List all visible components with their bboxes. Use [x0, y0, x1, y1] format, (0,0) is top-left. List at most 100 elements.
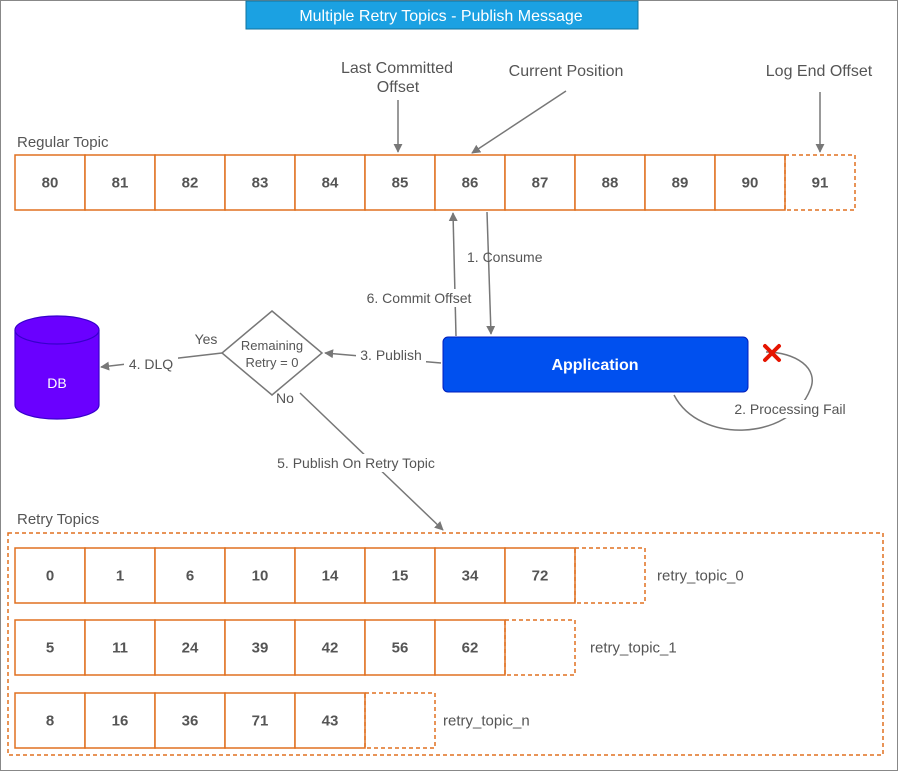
offset-cell — [434, 154, 506, 211]
offset-cell — [14, 547, 86, 604]
offset-cell — [504, 154, 576, 211]
publish-retry-label: 5. Publish On Retry Topic — [277, 455, 435, 471]
offset-value: 36 — [182, 713, 199, 730]
consume-label: 1. Consume — [467, 249, 543, 265]
application-label: Application — [551, 357, 638, 374]
offset-cell — [14, 692, 86, 749]
offset-cell — [434, 619, 506, 676]
offset-cell — [84, 692, 156, 749]
retry-topic-name: retry_topic_n — [443, 713, 530, 730]
offset-value: 72 — [532, 568, 549, 585]
offset-cell — [714, 154, 786, 211]
commit-offset-label: 6. Commit Offset — [367, 290, 472, 306]
last-committed-label-line2: Offset — [377, 79, 420, 96]
dlq-label: 4. DLQ — [129, 356, 173, 372]
regular-topic-label: Regular Topic — [17, 134, 109, 151]
processing-fail-label-bg — [726, 400, 854, 418]
application-box — [442, 336, 749, 393]
offset-value: 89 — [672, 175, 689, 192]
offset-cell — [364, 154, 436, 211]
next-offset-slot — [504, 619, 576, 676]
offset-value: 10 — [252, 568, 269, 585]
offset-cell — [434, 547, 506, 604]
processing-fail-label: 2. Processing Fail — [734, 401, 845, 417]
offset-value: 81 — [112, 175, 129, 192]
offset-cell — [154, 154, 226, 211]
offset-cell — [644, 154, 716, 211]
commit-offset-label-bg — [358, 289, 478, 307]
offset-cell — [14, 619, 86, 676]
next-offset-slot — [364, 692, 436, 749]
offset-value: 86 — [462, 175, 479, 192]
offset-value: 85 — [392, 175, 409, 192]
offset-cell — [224, 619, 296, 676]
offset-cell — [84, 154, 156, 211]
offset-cell — [154, 619, 226, 676]
log-end-offset-label: Log End Offset — [766, 63, 873, 80]
offset-value: 15 — [392, 568, 409, 585]
offset-cell — [364, 547, 436, 604]
offset-value: 71 — [252, 713, 269, 730]
decision-label-line2: Retry = 0 — [245, 355, 298, 370]
publish-label: 3. Publish — [360, 347, 421, 363]
current-position-label: Current Position — [509, 63, 624, 80]
offset-value: 34 — [462, 568, 479, 585]
offset-value: 24 — [182, 640, 199, 657]
offset-cell — [224, 547, 296, 604]
offset-cell — [294, 547, 366, 604]
offset-value: 87 — [532, 175, 549, 192]
retry-topic-partition: 8 16 36 71 43 retry_topic_n — [14, 692, 530, 749]
offset-cell — [84, 547, 156, 604]
retry-topics-group — [7, 532, 884, 756]
offset-value: 90 — [742, 175, 759, 192]
offset-value: 80 — [42, 175, 59, 192]
arrow-current-position — [471, 90, 567, 154]
arrow-commit-offset — [448, 212, 458, 337]
yes-label: Yes — [195, 331, 218, 347]
offset-cell — [84, 619, 156, 676]
retry-topic-name: retry_topic_1 — [590, 640, 677, 657]
retry-topic-name: retry_topic_0 — [657, 568, 744, 585]
remaining-retry-decision — [220, 310, 324, 396]
offset-cell — [224, 154, 296, 211]
dlq-label-bg — [124, 355, 178, 371]
offset-value: 8 — [46, 713, 54, 730]
offset-value: 84 — [322, 175, 339, 192]
retry-topics-label: Retry Topics — [17, 511, 99, 528]
publish-retry-label-bg — [268, 454, 444, 472]
decision-label-line1: Remaining — [241, 338, 303, 353]
offset-cell — [14, 154, 86, 211]
database-icon — [14, 315, 100, 420]
publish-label-bg — [356, 347, 426, 363]
next-offset-value: 91 — [812, 175, 829, 192]
title-box — [245, 0, 639, 30]
offset-value: 62 — [462, 640, 479, 657]
offset-value: 56 — [392, 640, 409, 657]
offset-value: 6 — [186, 568, 194, 585]
offset-value: 1 — [116, 568, 124, 585]
offset-value: 16 — [112, 713, 129, 730]
offset-cell — [364, 619, 436, 676]
arrow-consume — [486, 211, 496, 335]
offset-cell — [294, 692, 366, 749]
offset-value: 83 — [252, 175, 269, 192]
offset-value: 88 — [602, 175, 619, 192]
no-label: No — [276, 390, 294, 406]
last-committed-label-line1: Last Committed — [341, 60, 453, 77]
offset-value: 43 — [322, 713, 339, 730]
offset-value: 5 — [46, 640, 54, 657]
offset-value: 82 — [182, 175, 199, 192]
offset-cell — [294, 619, 366, 676]
offset-value: 0 — [46, 568, 54, 585]
next-offset-slot — [784, 154, 856, 211]
offset-cell — [504, 547, 576, 604]
regular-topic-partition: 80 81 82 83 84 85 86 87 88 89 90 91 — [14, 154, 856, 211]
offset-cell — [224, 692, 296, 749]
offset-value: 42 — [322, 640, 339, 657]
offset-cell — [574, 154, 646, 211]
